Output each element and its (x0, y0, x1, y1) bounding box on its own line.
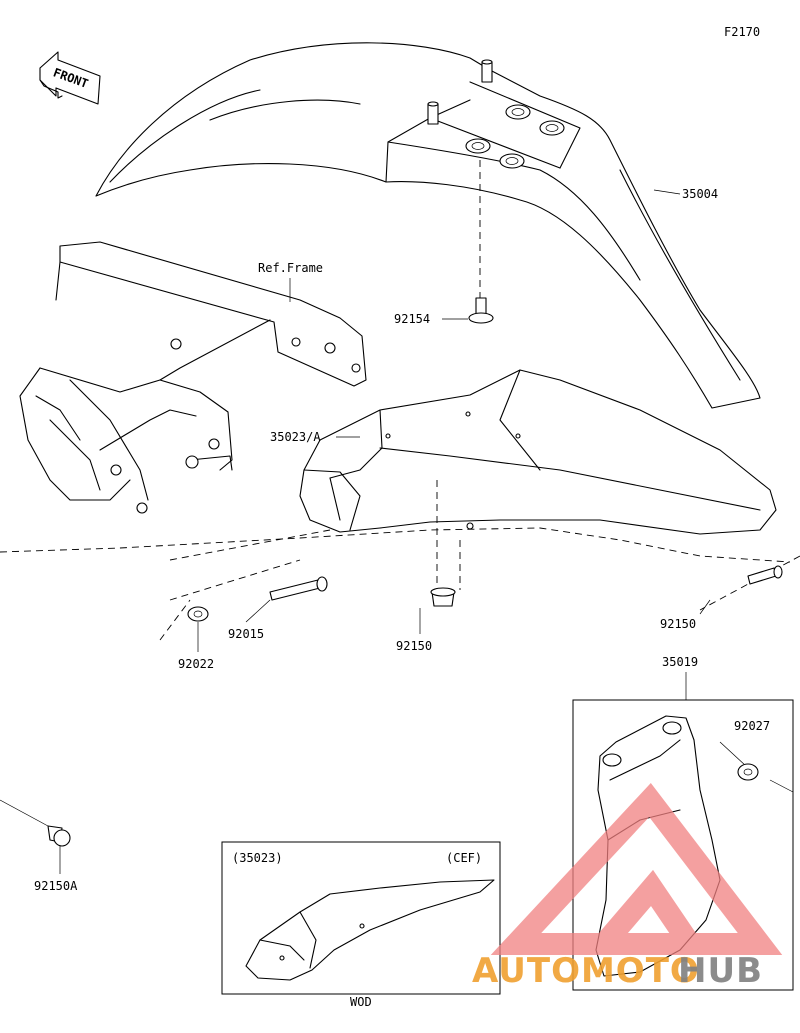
front-fender-35023a (299, 369, 777, 535)
bolt-92015 (269, 576, 328, 601)
bolt-92154 (468, 297, 494, 324)
inset-fender-variant (245, 879, 495, 981)
label-92022: 92022 (178, 657, 214, 671)
label-35023a: 35023/A (270, 430, 321, 444)
bolt-92150-middle (430, 587, 456, 607)
automotohub-watermark: AUTOMOTO HUB (472, 782, 783, 991)
watermark-text-b: HUB (678, 951, 763, 991)
box-35019 (572, 699, 794, 991)
label-ref-frame: Ref.Frame (258, 261, 323, 275)
grommet-92027 (737, 763, 759, 781)
figure-code: F2170 (724, 25, 760, 39)
label-35019: 35019 (662, 655, 698, 669)
label-35004: 35004 (682, 187, 718, 201)
label-92150a: 92150A (34, 879, 78, 893)
washer-92022 (187, 606, 209, 622)
front-arrow-icon: FRONT (39, 51, 101, 105)
inset-color-code: WOD (350, 995, 372, 1009)
bolt-92150a (47, 825, 71, 847)
watermark-logo-icon (490, 782, 783, 955)
label-92150-middle: 92150 (396, 639, 432, 653)
label-92027: 92027 (734, 719, 770, 733)
watermark-text-a: AUTOMOTO (472, 951, 700, 991)
front-fender-35004 (95, 42, 761, 409)
bolt-92150-right (747, 565, 783, 585)
label-92015: 92015 (228, 627, 264, 641)
frame-reference (19, 241, 367, 514)
label-92150-right: 92150 (660, 617, 696, 631)
label-92154: 92154 (394, 312, 430, 326)
inset-box (221, 841, 501, 995)
inset-region-code: (CEF) (446, 851, 482, 865)
inset-part-ref: (35023) (232, 851, 283, 865)
